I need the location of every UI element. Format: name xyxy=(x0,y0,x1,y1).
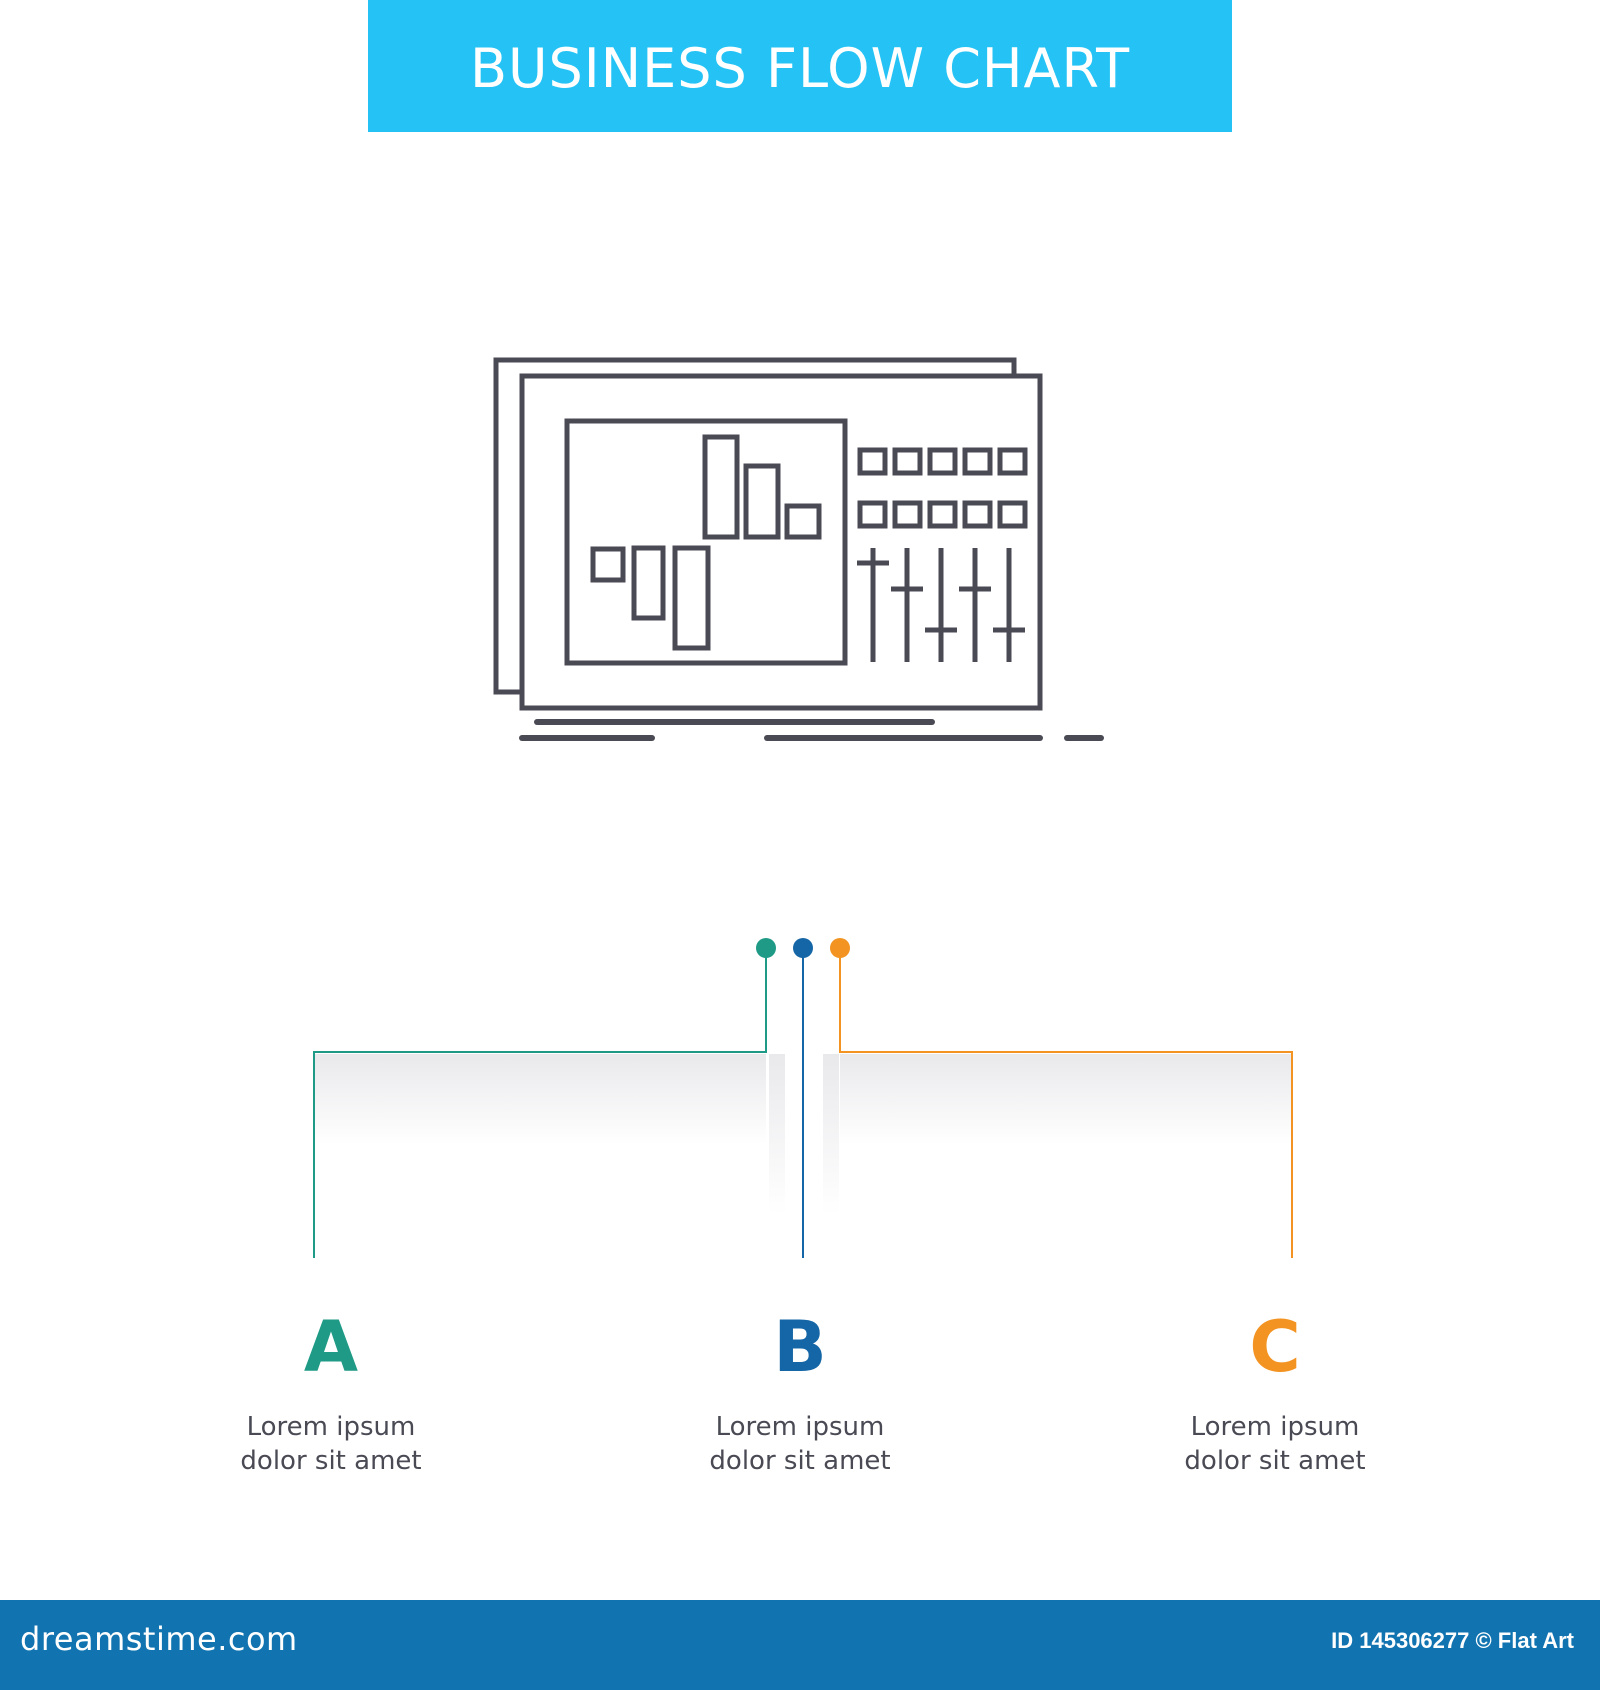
mixer-button xyxy=(997,500,1028,529)
connector-shadow xyxy=(823,1054,839,1214)
title-banner: BUSINESS FLOW CHART xyxy=(368,0,1232,132)
screen-bar xyxy=(672,545,711,651)
connector-shadow xyxy=(769,1054,785,1214)
front-panel-outline xyxy=(519,373,1043,711)
screen-bar xyxy=(590,546,626,583)
step-card-b: B Lorem ipsum dolor sit amet xyxy=(538,1258,1062,1538)
step-letter-c: C xyxy=(1249,1306,1301,1388)
connector-dot-b xyxy=(793,938,813,958)
mixer-button xyxy=(857,500,888,529)
connector-dot-a xyxy=(756,938,776,958)
step-text-line1: Lorem ipsum xyxy=(715,1412,885,1442)
mixer-button xyxy=(962,447,993,476)
step-letter-a: A xyxy=(303,1306,359,1388)
connector-a xyxy=(313,948,767,1276)
step-card-c: C Lorem ipsum dolor sit amet xyxy=(1010,1258,1540,1538)
mixer-button xyxy=(997,447,1028,476)
step-text-b: Lorem ipsum dolor sit amet xyxy=(538,1410,1062,1478)
step-text-a: Lorem ipsum dolor sit amet xyxy=(66,1410,596,1478)
footer-image-id: ID 145306277 © Flat Art xyxy=(1331,1628,1574,1653)
connector-shadow xyxy=(314,1054,766,1144)
screen-bar xyxy=(784,503,822,540)
footer-site-logo: dreamstime.com xyxy=(20,1620,298,1658)
screen-bar xyxy=(702,434,740,540)
screen-bar xyxy=(743,463,781,540)
mixer-button xyxy=(857,447,888,476)
mixer-button xyxy=(927,447,958,476)
mixer-button xyxy=(892,500,923,529)
equalizer-mixer-icon xyxy=(493,357,1104,741)
back-panel-outline xyxy=(493,357,1017,695)
step-text-line2: dolor sit amet xyxy=(709,1446,891,1476)
connector-dot-c xyxy=(830,938,850,958)
mixer-button xyxy=(892,447,923,476)
screen-bar xyxy=(631,545,666,621)
mixer-button xyxy=(962,500,993,529)
page-title: BUSINESS FLOW CHART xyxy=(469,36,1131,100)
connector-shadow xyxy=(840,1054,1292,1144)
step-text-line2: dolor sit amet xyxy=(240,1446,422,1476)
step-text-line2: dolor sit amet xyxy=(1184,1446,1366,1476)
footer-bar: dreamstime.com ID 145306277 © Flat Art xyxy=(0,1600,1600,1690)
step-card-a: A Lorem ipsum dolor sit amet xyxy=(66,1258,596,1538)
step-text-c: Lorem ipsum dolor sit amet xyxy=(1010,1410,1540,1478)
mixer-button xyxy=(927,500,958,529)
screen-outline xyxy=(564,418,848,666)
step-letter-b: B xyxy=(773,1306,827,1388)
step-text-line1: Lorem ipsum xyxy=(1190,1412,1360,1442)
connector-c xyxy=(839,948,1293,1276)
step-text-line1: Lorem ipsum xyxy=(246,1412,416,1442)
